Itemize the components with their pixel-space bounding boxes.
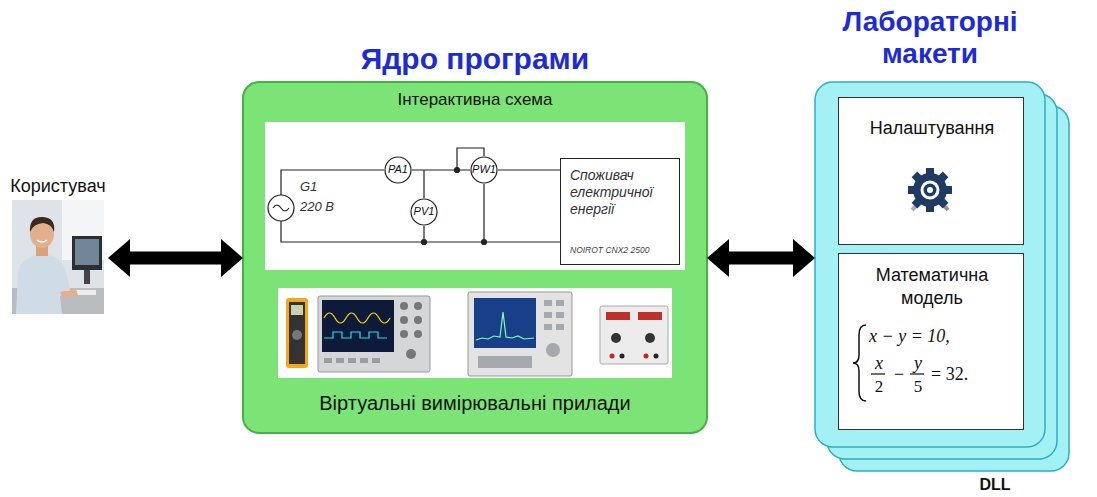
gear xyxy=(908,168,952,212)
meter-name: PV1 xyxy=(410,205,438,218)
box-title: Математична модель xyxy=(857,264,1007,311)
consumer-name: Споживач електричної енергії xyxy=(570,167,674,217)
instruments-ground xyxy=(278,288,672,378)
meter-name: PW1 xyxy=(470,163,498,176)
analyzer-screen xyxy=(474,298,536,348)
double-arrow xyxy=(130,252,221,265)
supply-terminal xyxy=(654,354,659,359)
user-figure: Користувач xyxy=(8,176,108,316)
equation-result: = 32. xyxy=(931,364,1001,386)
supply-display xyxy=(638,312,662,320)
supply-terminal xyxy=(620,354,625,359)
box-title: Налаштування xyxy=(839,118,1025,140)
photo-shirt xyxy=(16,254,70,314)
core-heading: Ядро програми xyxy=(243,41,707,77)
device-model: NOIROT CNX2 2500 xyxy=(570,245,674,255)
gear-inner xyxy=(922,182,938,198)
meter-circle xyxy=(471,157,497,183)
ammeter-symbol: PA1 xyxy=(384,156,412,184)
oscilloscope-body xyxy=(318,296,430,372)
lab-heading: Лабораторні макети xyxy=(815,6,1045,70)
minus-sign: − xyxy=(891,364,907,386)
dll-card-middle xyxy=(827,94,1057,459)
meter-circle xyxy=(411,199,437,225)
instruments-panel: Віртуальні вимірювальні прилади xyxy=(278,288,672,378)
schematic-ground xyxy=(265,122,685,270)
source-name: G1 xyxy=(300,179,317,195)
program-core-panel: Ядро програмиІнтерактивна схемаPA1PV1 PW1… xyxy=(243,35,707,433)
panel-caption: Інтерактивна схема xyxy=(265,90,685,110)
multimeter-body xyxy=(286,298,308,368)
core-green-box xyxy=(243,82,707,433)
math-model-box: Математична модель x − y = 10, x2−y5 = 32. xyxy=(838,253,1024,430)
photo-ground xyxy=(12,200,104,314)
lab-layouts-stack: Лабораторні макетиDLL НалаштуванняМатемат… xyxy=(815,0,1075,497)
fraction-numerator: x xyxy=(872,353,886,375)
gear-hub xyxy=(927,187,933,193)
double-arrow xyxy=(729,252,793,265)
multimeter-display xyxy=(291,305,303,315)
dll-card-front xyxy=(815,82,1045,447)
schematic-panel: Інтерактивна схемаPA1PV1PW1Споживач елек… xyxy=(265,122,685,270)
oscilloscope-trace xyxy=(324,332,387,338)
meter-circle xyxy=(385,157,411,183)
photo-screen xyxy=(75,239,99,265)
multimeter-picture xyxy=(286,298,308,368)
photo-monitor xyxy=(72,236,102,270)
wire-connector xyxy=(498,169,560,170)
schematic-wires xyxy=(268,148,560,245)
photo-stand xyxy=(84,270,90,284)
fraction-bar xyxy=(871,373,885,374)
photo-hand xyxy=(60,289,78,298)
voltmeter-symbol: PV1 xyxy=(410,198,438,226)
consumer-box: Споживач електричної енергіїNOIROT CNX2 … xyxy=(560,158,680,265)
supply-terminal xyxy=(644,354,649,359)
meter-name: PA1 xyxy=(384,163,412,176)
settings-box: Налаштування xyxy=(838,97,1024,245)
settings-ground xyxy=(838,97,1024,245)
dll-caption: DLL xyxy=(965,475,1025,494)
source-tilde xyxy=(273,205,289,211)
spectrum-analyzer-picture xyxy=(468,292,572,376)
oscilloscope-screen xyxy=(322,300,394,352)
oscilloscope-trace xyxy=(324,313,390,323)
analyzer-trace xyxy=(476,312,534,340)
supply-knob xyxy=(611,333,621,343)
photo-hair xyxy=(30,217,54,232)
supply-body xyxy=(600,306,668,364)
fraction-denominator: 5 xyxy=(911,377,925,397)
oscilloscope-picture xyxy=(318,296,430,372)
wire xyxy=(281,170,384,195)
multimeter-face xyxy=(289,302,305,364)
analyzer-body xyxy=(468,292,572,376)
source-symbol xyxy=(268,195,294,221)
supply-display xyxy=(606,312,630,320)
junction-dot xyxy=(422,240,427,245)
settings-icon xyxy=(908,168,952,212)
wire xyxy=(483,184,484,242)
user-photo xyxy=(12,200,104,314)
multimeter-dial xyxy=(292,330,302,340)
source-voltage: 220 В xyxy=(300,199,334,215)
photo-smile xyxy=(37,240,47,242)
supply-terminal xyxy=(610,354,615,359)
equation-line: x − y = 10, xyxy=(869,326,1009,348)
fraction-numerator: y xyxy=(911,353,925,375)
analyzer-buttons xyxy=(478,300,564,368)
wire xyxy=(423,170,424,198)
wire-connector xyxy=(412,169,470,170)
oscilloscope-knobs xyxy=(400,302,422,359)
fraction-denominator: 2 xyxy=(872,377,886,397)
user-caption: Користувач xyxy=(8,176,108,198)
supply-knob xyxy=(645,333,655,343)
oscilloscope-buttons xyxy=(324,358,380,363)
junction-dot xyxy=(482,240,487,245)
panel-caption: Віртуальні вимірювальні прилади xyxy=(278,391,672,415)
wattmeter-symbol: PW1 xyxy=(470,156,498,184)
model-ground xyxy=(838,253,1024,430)
power-supply-picture xyxy=(600,306,668,364)
fraction-bar xyxy=(910,373,924,374)
system-brace xyxy=(853,325,866,401)
